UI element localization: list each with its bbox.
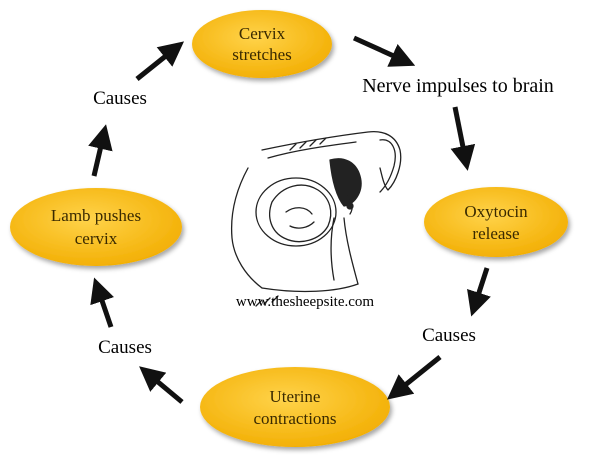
node-cervix-stretches-line1: Cervix <box>239 24 286 43</box>
node-uterine-contractions: Uterine contractions <box>200 367 390 447</box>
node-lamb-pushes-cervix-line2: cervix <box>75 229 118 248</box>
node-oxytocin-release-line2: release <box>472 224 519 243</box>
arrow-causes-to-uterine <box>386 355 442 400</box>
node-oxytocin-release: Oxytocin release <box>424 187 568 257</box>
node-lamb-pushes-cervix-line1: Lamb pushes <box>51 206 141 225</box>
node-cervix-stretches: Cervix stretches <box>192 10 332 78</box>
node-lamb-pushes-cervix: Lamb pushes cervix <box>10 188 182 266</box>
node-uterine-contractions-line1: Uterine <box>270 387 321 406</box>
arrow-causes-to-cervix <box>135 41 185 81</box>
arrow-causes-to-lamb <box>90 277 114 328</box>
arrow-nerve-to-oxytocin <box>450 106 476 171</box>
sheep-birth-sketch-icon <box>230 130 402 307</box>
arrow-lamb-to-causes <box>88 124 113 177</box>
arrow-cervix-to-nerve <box>352 35 416 67</box>
label-nerve-impulses: Nerve impulses to brain <box>362 75 554 97</box>
label-causes-bottom-left: Causes <box>98 337 152 358</box>
node-uterine-contractions-line2: contractions <box>253 409 336 428</box>
illustration-caption: www.thesheepsite.com <box>236 294 374 310</box>
label-causes-top-left: Causes <box>93 88 147 109</box>
arrow-uterine-to-causes <box>139 366 184 404</box>
label-causes-right: Causes <box>422 325 476 346</box>
node-cervix-stretches-line2: stretches <box>232 45 291 64</box>
arrow-oxytocin-to-causes <box>467 267 491 317</box>
node-oxytocin-release-line1: Oxytocin <box>464 202 528 221</box>
